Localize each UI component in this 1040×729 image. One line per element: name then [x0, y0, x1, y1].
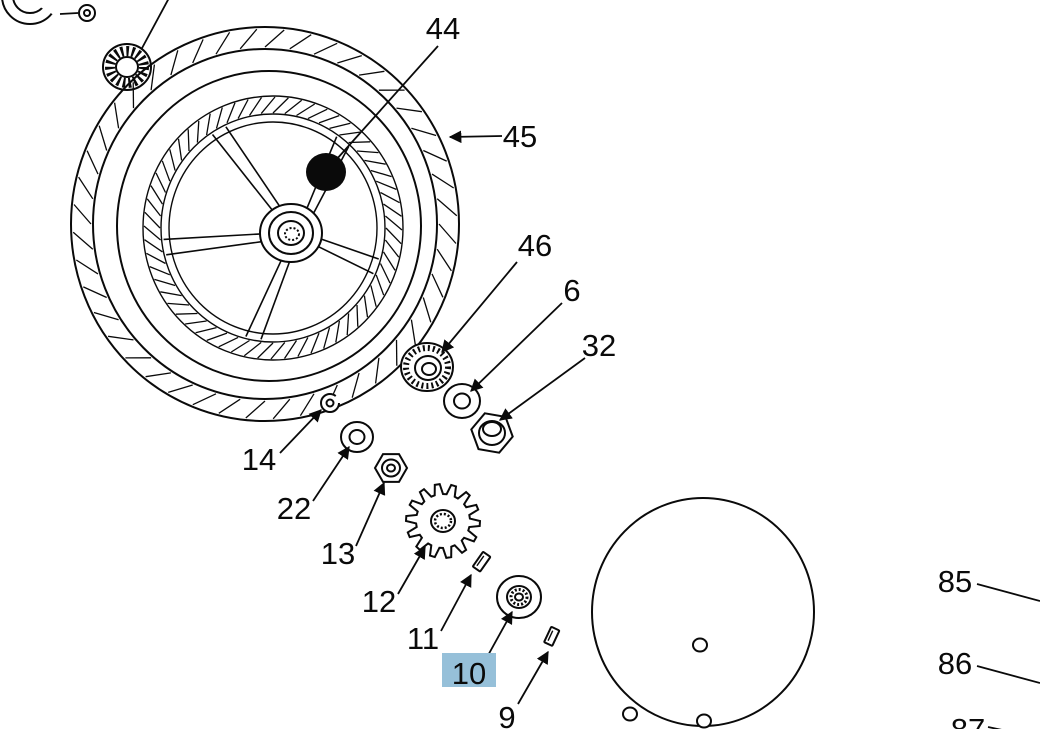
part-label-13[interactable]: 13	[321, 536, 355, 571]
part-label-12[interactable]: 12	[362, 584, 396, 619]
part-labels: 44 45 46 6 32 14 22 13 12 11 10 9 85 86 …	[242, 11, 985, 729]
rim-serration-ticks	[143, 96, 403, 360]
part-label-6[interactable]: 6	[563, 273, 580, 308]
leader-line-44	[335, 45, 439, 161]
leader-line-14	[279, 409, 322, 454]
e-ring-part-14	[320, 393, 340, 413]
part-label-11[interactable]: 11	[407, 621, 439, 656]
part-label-44[interactable]: 44	[426, 11, 460, 46]
part-label-22[interactable]: 22	[277, 491, 311, 526]
leader-lines	[279, 45, 1040, 729]
leader-line-85	[976, 583, 1040, 602]
leader-line-9	[517, 650, 549, 705]
part-label-32[interactable]: 32	[582, 328, 616, 363]
part-label-9[interactable]: 9	[498, 700, 515, 729]
locknut-part-32	[470, 412, 514, 454]
retaining-clip-partial	[1, 0, 96, 25]
leader-line-86	[976, 665, 1040, 684]
leader-line-46	[441, 261, 518, 353]
disc-plate	[591, 497, 815, 729]
part-label-87[interactable]: 87	[951, 712, 985, 729]
part-label-45[interactable]: 45	[503, 119, 537, 154]
part-label-85[interactable]: 85	[938, 564, 972, 599]
leader-line-32	[498, 357, 586, 421]
leader-line-6	[470, 302, 563, 392]
washer-part-6	[443, 383, 481, 419]
hub-bushing-part-10	[496, 575, 542, 619]
leader-line-12	[397, 545, 426, 595]
nut-part-13	[373, 453, 409, 483]
part-label-14[interactable]: 14	[242, 442, 276, 477]
leader-line-22	[312, 445, 350, 502]
part-label-46[interactable]: 46	[518, 228, 552, 263]
part-label-10[interactable]: 10	[452, 656, 486, 691]
washer-part-22	[340, 421, 374, 453]
selected-label-highlight	[442, 653, 496, 687]
washer-top-left	[102, 0, 169, 91]
wheel-spokes	[163, 126, 379, 340]
leader-line-11	[440, 573, 472, 632]
leader-line-45	[448, 130, 503, 144]
hubcap-dot-part-44	[306, 153, 346, 191]
pinion-gear-part-12	[404, 482, 482, 560]
bearing-part-46	[400, 342, 454, 392]
part-label-86[interactable]: 86	[938, 646, 972, 681]
key-part-9	[543, 626, 561, 647]
leader-line-10	[485, 610, 513, 660]
leader-line-13	[355, 481, 386, 547]
key-part-11	[472, 551, 492, 573]
